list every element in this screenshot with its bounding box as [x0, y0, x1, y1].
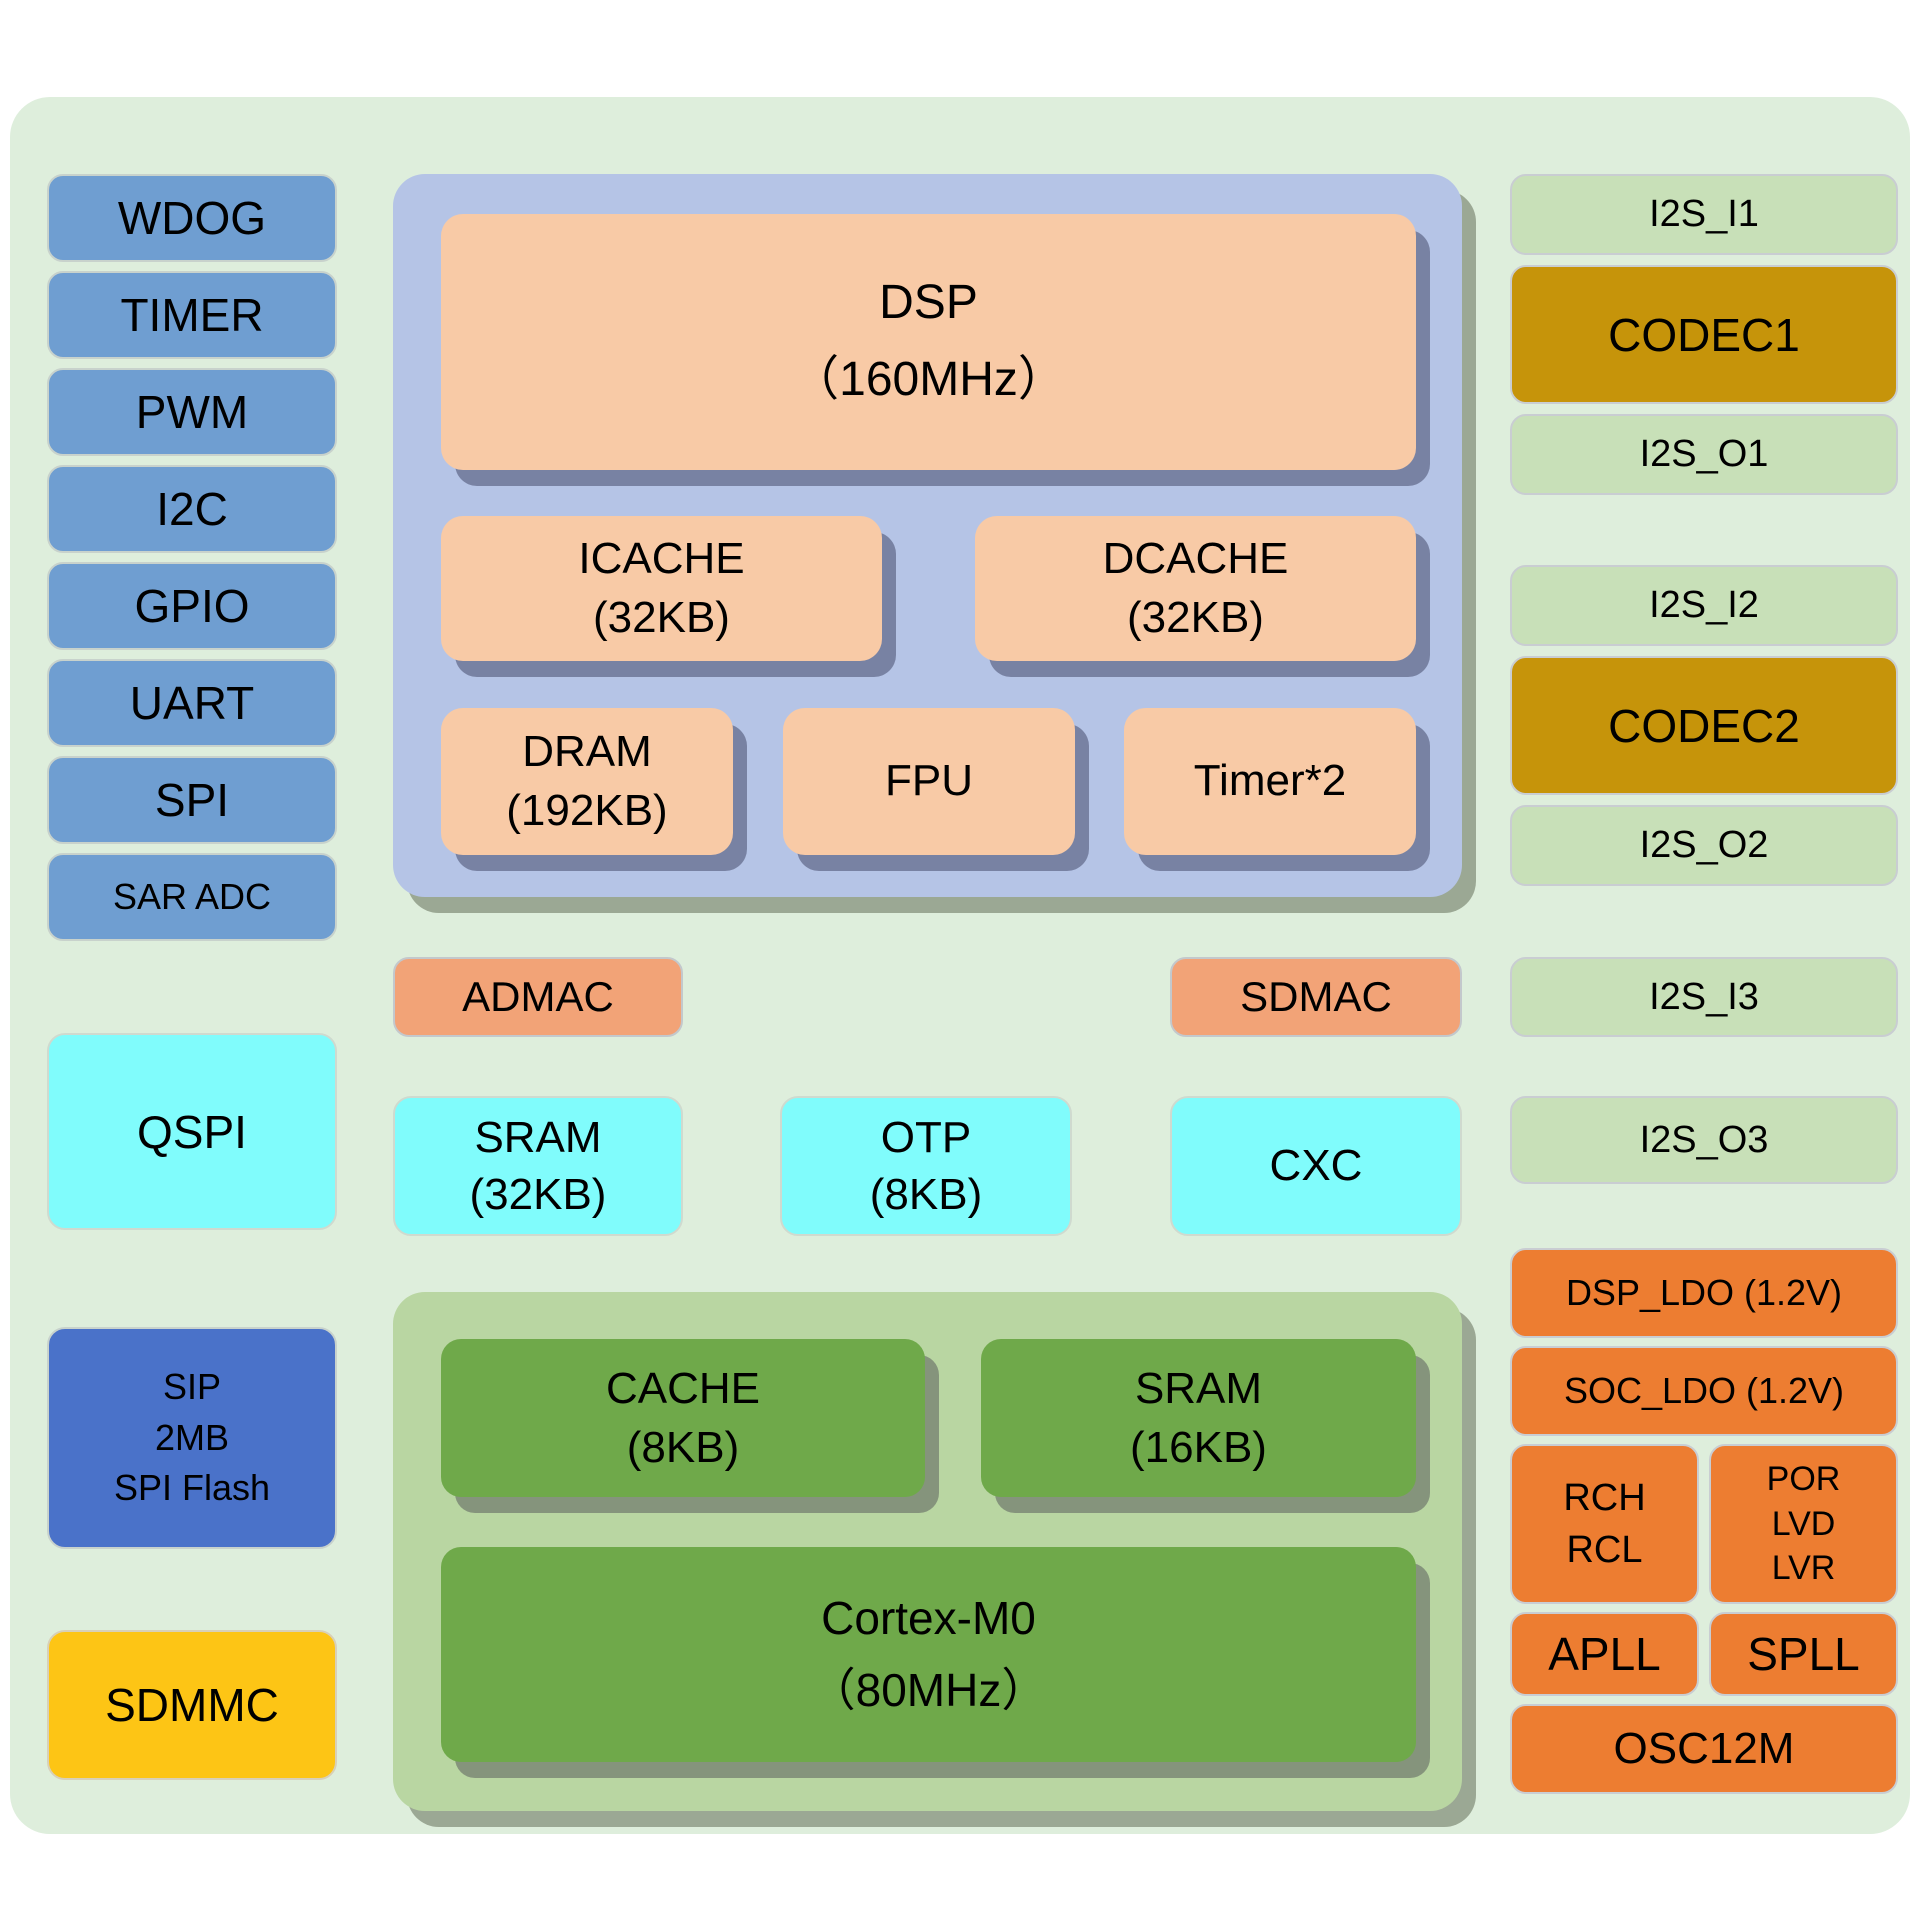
m0-sram-name: SRAM — [1134, 1363, 1263, 1413]
dram-size: (192KB) — [506, 785, 668, 835]
m0-sram-size: (16KB) — [1130, 1423, 1267, 1472]
block-sram-32kb: SRAM (32KB) — [393, 1096, 683, 1236]
block-timer: TIMER — [47, 271, 337, 359]
lvd-label: LVD — [1771, 1504, 1836, 1543]
block-i2s-i2: I2S_I2 — [1510, 565, 1898, 646]
block-timer2: Timer*2 — [1124, 708, 1416, 855]
block-i2s-o3: I2S_O3 — [1510, 1096, 1898, 1184]
dram-name: DRAM — [522, 727, 652, 777]
m0-cache-name: CACHE — [605, 1363, 761, 1413]
icache-size: (32KB) — [593, 592, 730, 642]
block-sdmmc: SDMMC — [47, 1630, 337, 1780]
block-icache: ICACHE (32KB) — [441, 516, 882, 661]
block-wdog: WDOG — [47, 174, 337, 262]
rcl-label: RCL — [1566, 1529, 1643, 1571]
sip-flash-line: 2MB — [154, 1416, 230, 1458]
block-i2c: I2C — [47, 465, 337, 553]
lvr-label: LVR — [1771, 1549, 1836, 1588]
sram32-size: (32KB) — [469, 1170, 607, 1219]
block-pwm: PWM — [47, 368, 337, 456]
block-i2s-o1: I2S_O1 — [1510, 414, 1898, 495]
block-codec2: CODEC2 — [1510, 656, 1898, 795]
dsp-name: DSP — [879, 276, 978, 330]
block-por-lvd-lvr: POR LVD LVR — [1709, 1444, 1898, 1604]
block-gpio: GPIO — [47, 562, 337, 650]
cortex-name: Cortex-M0 — [821, 1592, 1036, 1645]
block-spll: SPLL — [1709, 1612, 1898, 1696]
block-otp: OTP (8KB) — [780, 1096, 1072, 1236]
block-fpu: FPU — [783, 708, 1075, 855]
block-sram-16kb: SRAM (16KB) — [981, 1339, 1416, 1497]
block-dsp-ldo: DSP_LDO (1.2V) — [1510, 1248, 1898, 1338]
block-apll: APLL — [1510, 1612, 1699, 1696]
otp-size: (8KB) — [869, 1170, 983, 1219]
dsp-frequency: （160MHz） — [791, 353, 1066, 406]
sram32-name: SRAM — [474, 1112, 602, 1162]
block-qspi: QSPI — [47, 1033, 337, 1230]
dcache-size: (32KB) — [1127, 592, 1264, 642]
block-i2s-i1: I2S_I1 — [1510, 174, 1898, 255]
block-dcache: DCACHE (32KB) — [975, 516, 1416, 661]
m0-cache-size: (8KB) — [626, 1423, 740, 1472]
icache-name: ICACHE — [578, 534, 745, 584]
block-i2s-i3: I2S_I3 — [1510, 957, 1898, 1037]
block-dram: DRAM (192KB) — [441, 708, 733, 855]
block-soc-ldo: SOC_LDO (1.2V) — [1510, 1346, 1898, 1436]
block-codec1: CODEC1 — [1510, 265, 1898, 404]
block-admac: ADMAC — [393, 957, 683, 1037]
rch-label: RCH — [1563, 1476, 1646, 1519]
block-sdmac: SDMAC — [1170, 957, 1462, 1037]
block-cxc: CXC — [1170, 1096, 1462, 1236]
block-dsp: DSP （160MHz） — [441, 214, 1416, 470]
block-sar-adc: SAR ADC — [47, 853, 337, 941]
block-uart: UART — [47, 659, 337, 747]
block-cache-8kb: CACHE (8KB) — [441, 1339, 925, 1497]
sip-flash-line: SPI Flash — [113, 1467, 271, 1509]
cortex-frequency: （80MHz） — [809, 1663, 1048, 1716]
otp-name: OTP — [880, 1112, 972, 1162]
block-rch-rcl: RCH RCL — [1510, 1444, 1699, 1604]
dcache-name: DCACHE — [1102, 534, 1289, 584]
por-label: POR — [1766, 1459, 1841, 1498]
block-spi: SPI — [47, 756, 337, 844]
block-cortex-m0: Cortex-M0 （80MHz） — [441, 1547, 1416, 1762]
block-osc12m: OSC12M — [1510, 1704, 1898, 1794]
block-sip-flash: SIP 2MB SPI Flash — [47, 1327, 337, 1549]
sip-flash-line: SIP — [162, 1366, 222, 1408]
block-i2s-o2: I2S_O2 — [1510, 805, 1898, 886]
